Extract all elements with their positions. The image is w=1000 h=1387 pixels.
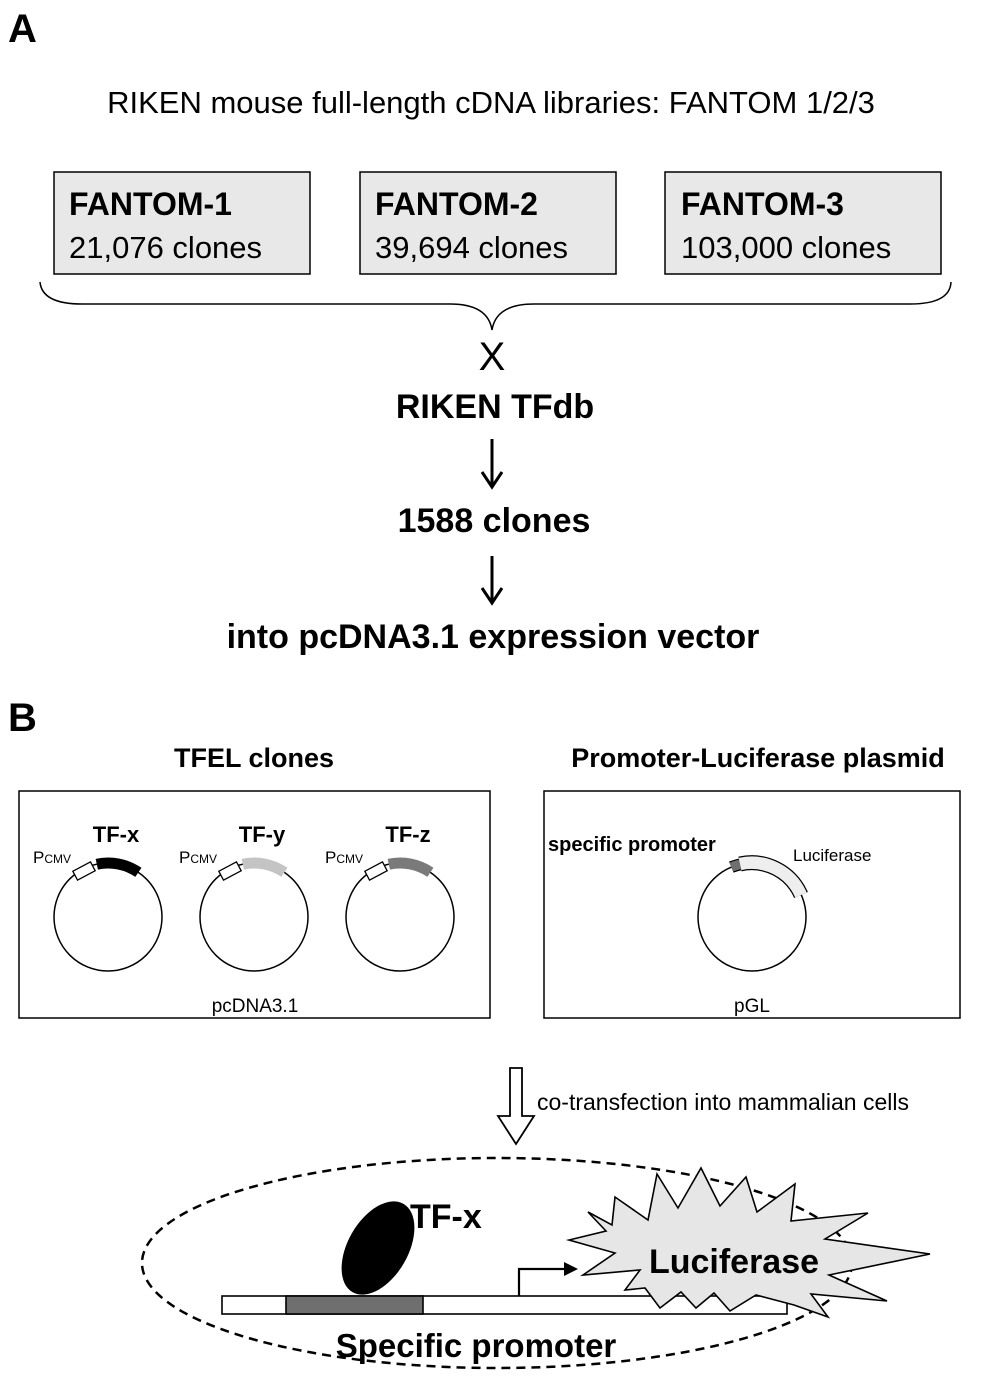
tf-label: TF-y [239,822,286,847]
cmv-promoter [363,861,389,881]
cell-promoter-label: Specific promoter [336,1327,617,1364]
destination-label: into pcDNA3.1 expression vector [227,618,760,656]
brace [39,281,952,331]
hollow-down-arrow-icon [496,1067,536,1146]
tfel-vector-label: pcDNA3.1 [212,996,299,1017]
promoter-label: PCMV [325,848,363,867]
plasmid-tf-x: TF-x PCMV [33,822,163,972]
library-box-fantom-2: FANTOM-2 39,694 clones [359,171,617,275]
panel-a-label: A [8,7,37,51]
cmv-promoter [217,861,243,881]
reporter-promoter-label: specific promoter [548,834,716,856]
reporter-gene-label: Luciferase [793,846,871,865]
panel-a-heading: RIKEN mouse full-length cDNA libraries: … [107,85,875,120]
reporter-plasmid [697,855,808,972]
library-name: FANTOM-3 [681,186,844,222]
database-label: RIKEN TFdb [396,388,594,426]
tfel-title: TFEL clones [174,743,334,773]
cross-symbol: X [479,335,506,379]
luciferase-gene [738,856,807,898]
result-label: 1588 clones [398,502,591,540]
library-name: FANTOM-1 [69,186,232,222]
tf-label: TF-z [385,822,430,847]
transfection-label: co-transfection into mammalian cells [537,1089,909,1115]
tf-x-protein [341,1201,415,1295]
library-box-fantom-3: FANTOM-3 103,000 clones [664,171,942,275]
reporter-vector-label: pGL [734,996,770,1017]
tf-insert [241,857,288,877]
library-clone-count: 21,076 clones [69,230,262,265]
down-arrow-icon [480,556,504,606]
luciferase-burst [565,1166,931,1319]
tf-insert [387,857,434,877]
cmv-promoter [71,861,97,881]
library-clone-count: 103,000 clones [681,230,891,265]
plasmid-tf-y: TF-y PCMV [179,822,309,972]
plasmid-tf-z: TF-z PCMV [325,822,455,972]
library-box-fantom-1: FANTOM-1 21,076 clones [53,171,311,275]
library-name: FANTOM-2 [375,186,538,222]
cell-tf-label: TF-x [410,1198,482,1236]
specific-promoter-region [729,859,743,872]
reporter-title: Promoter-Luciferase plasmid [571,743,945,773]
cell-luciferase-label: Luciferase [649,1243,819,1281]
tf-label: TF-x [93,822,140,847]
tfel-box [18,790,491,1019]
down-arrow-icon [480,439,504,490]
promoter-label: PCMV [179,848,217,867]
panel-b-label: B [8,696,37,740]
promoter-label: PCMV [33,848,71,867]
transcription-start-arrow-icon [517,1262,578,1296]
reporter-box [543,790,961,1019]
tf-insert [95,857,142,877]
specific-promoter-region [285,1295,424,1315]
library-clone-count: 39,694 clones [375,230,568,265]
